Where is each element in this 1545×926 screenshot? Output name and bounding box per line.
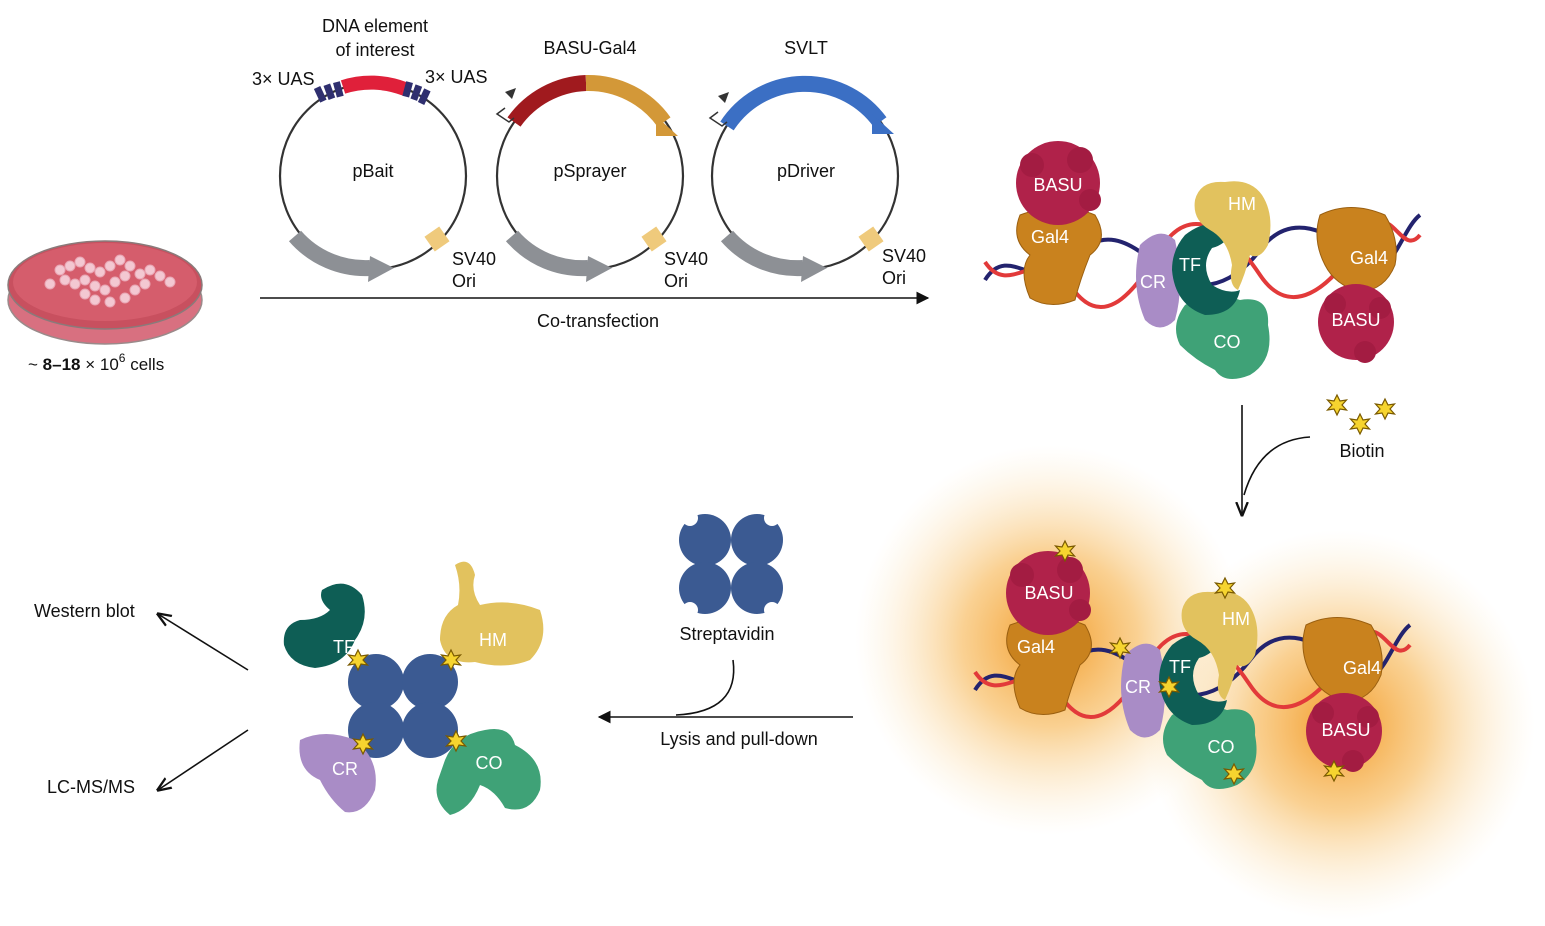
streptavidin-label: Streptavidin	[679, 624, 774, 644]
pbait-left-uas-label: 3× UAS	[252, 69, 315, 89]
svg-text:Gal4: Gal4	[1343, 658, 1381, 678]
cell-colonies	[44, 254, 176, 308]
pdriver-top-label: SVLT	[784, 38, 828, 58]
biotin-icon	[1349, 413, 1371, 435]
pulldown-tf: TF	[283, 583, 365, 668]
svg-text:BASU: BASU	[1331, 310, 1380, 330]
svg-text:Gal4: Gal4	[1017, 637, 1055, 657]
pulldown-cr: CR	[299, 734, 376, 813]
gal4-segment	[585, 74, 671, 127]
psprayer-top-label: BASU-Gal4	[543, 38, 636, 58]
svg-text:HM: HM	[479, 630, 507, 650]
svg-text:TF: TF	[1169, 657, 1191, 677]
svg-text:BASU: BASU	[1033, 175, 1082, 195]
biotin-label: Biotin	[1339, 441, 1384, 461]
svg-text:Gal4: Gal4	[1350, 248, 1388, 268]
psprayer-ori-box	[641, 226, 667, 252]
pbait-element-label-2: of interest	[335, 40, 414, 60]
svg-text:Gal4: Gal4	[1031, 227, 1069, 247]
svg-text:BASU: BASU	[1321, 720, 1370, 740]
basu-right-protein: BASU	[1318, 284, 1394, 363]
basu-left-protein: BASU	[1006, 551, 1091, 635]
gal4-right-protein: Gal4	[1302, 617, 1383, 703]
pbait-gray-gene	[288, 230, 371, 277]
western-blot-label: Western blot	[34, 601, 135, 621]
pdriver-promoter-arrow	[708, 111, 728, 127]
gal4-left-protein: Gal4	[1006, 617, 1092, 715]
streptavidin-tetramer	[679, 510, 783, 618]
pulldown-co: CO	[436, 729, 541, 815]
svg-text:HM: HM	[1222, 609, 1250, 629]
pbait-ori-box	[424, 226, 450, 252]
cr-protein: CR	[1121, 643, 1165, 738]
pulldown-complex: TF HM CR CO	[283, 561, 544, 815]
svg-text:TF: TF	[333, 637, 355, 657]
svlt-segment	[720, 75, 887, 131]
pdriver-ori-label-2: Ori	[882, 268, 906, 288]
pbait-ori-label-2: Ori	[452, 271, 476, 291]
gal4-left-protein: Gal4	[1016, 207, 1102, 305]
labeling-glow	[855, 445, 1535, 920]
psprayer-ori-label-1: SV40	[664, 249, 708, 269]
gal4-right-protein: Gal4	[1316, 207, 1397, 293]
biotin-molecules	[1326, 394, 1396, 435]
svg-text:CO: CO	[1208, 737, 1235, 757]
complex-top: Gal4 BASU CR CO TF HM Gal4	[983, 141, 1422, 379]
basu-left-protein: BASU	[1016, 141, 1101, 225]
svg-text:CO: CO	[476, 753, 503, 773]
svg-text:CR: CR	[1125, 677, 1151, 697]
pdriver-name: pDriver	[777, 161, 835, 181]
petri-dish	[7, 240, 203, 345]
biotin-icon	[1326, 394, 1348, 416]
cr-protein: CR	[1136, 233, 1180, 328]
tf-protein: TF	[1172, 223, 1240, 315]
svg-text:CR: CR	[1140, 272, 1166, 292]
cell-count-label: ~ 8–18 × 106 cells	[28, 351, 164, 374]
hm-protein: HM	[1194, 181, 1271, 290]
co-protein: CO	[1176, 296, 1270, 379]
psprayer-name: pSprayer	[553, 161, 626, 181]
uas-left-icon	[313, 81, 344, 103]
tf-protein: TF	[1159, 633, 1227, 725]
svg-text:BASU: BASU	[1024, 583, 1073, 603]
pbait-name: pBait	[352, 161, 393, 181]
basu-right-protein: BASU	[1306, 693, 1382, 772]
hm-protein: HM	[1181, 591, 1258, 700]
svg-text:TF: TF	[1179, 255, 1201, 275]
plasmid-pdriver: pDriver SVLT SV40 Ori	[708, 38, 926, 288]
dna-element-segment	[340, 75, 408, 96]
lcms-label: LC-MS/MS	[47, 777, 135, 797]
plasmid-psprayer: pSprayer BASU-Gal4 SV40 Ori	[495, 38, 708, 291]
uas-right-icon	[402, 81, 431, 105]
pbait-element-label-1: DNA element	[322, 16, 428, 36]
pulldown-hm: HM	[440, 561, 544, 666]
lysis-label: Lysis and pull-down	[660, 729, 817, 749]
svg-text:HM: HM	[1228, 194, 1256, 214]
psprayer-gray-gene	[505, 230, 589, 277]
pdriver-gray-gene	[720, 230, 804, 277]
svg-text:CR: CR	[332, 759, 358, 779]
svg-text:CO: CO	[1214, 332, 1241, 352]
biotin-icon	[1374, 398, 1396, 420]
pbait-ori-label-1: SV40	[452, 249, 496, 269]
pbait-right-uas-label: 3× UAS	[425, 67, 488, 87]
complex-bottom: Gal4 BASU CR CO TF HM Gal4	[973, 540, 1412, 789]
pdriver-ori-box	[858, 226, 884, 252]
basu-segment	[507, 75, 587, 127]
biotin-curve	[1243, 436, 1311, 496]
psprayer-ori-label-2: Ori	[664, 271, 688, 291]
cotransfection-label: Co-transfection	[537, 311, 659, 331]
psprayer-promoter-arrow	[495, 107, 515, 123]
lcms-arrow	[158, 729, 249, 790]
streptavidin-curve	[675, 659, 735, 716]
pdriver-ori-label-1: SV40	[882, 246, 926, 266]
plasmid-pbait: pBait DNA element of interest 3× UAS 3× …	[252, 16, 496, 291]
western-blot-arrow	[158, 614, 249, 671]
